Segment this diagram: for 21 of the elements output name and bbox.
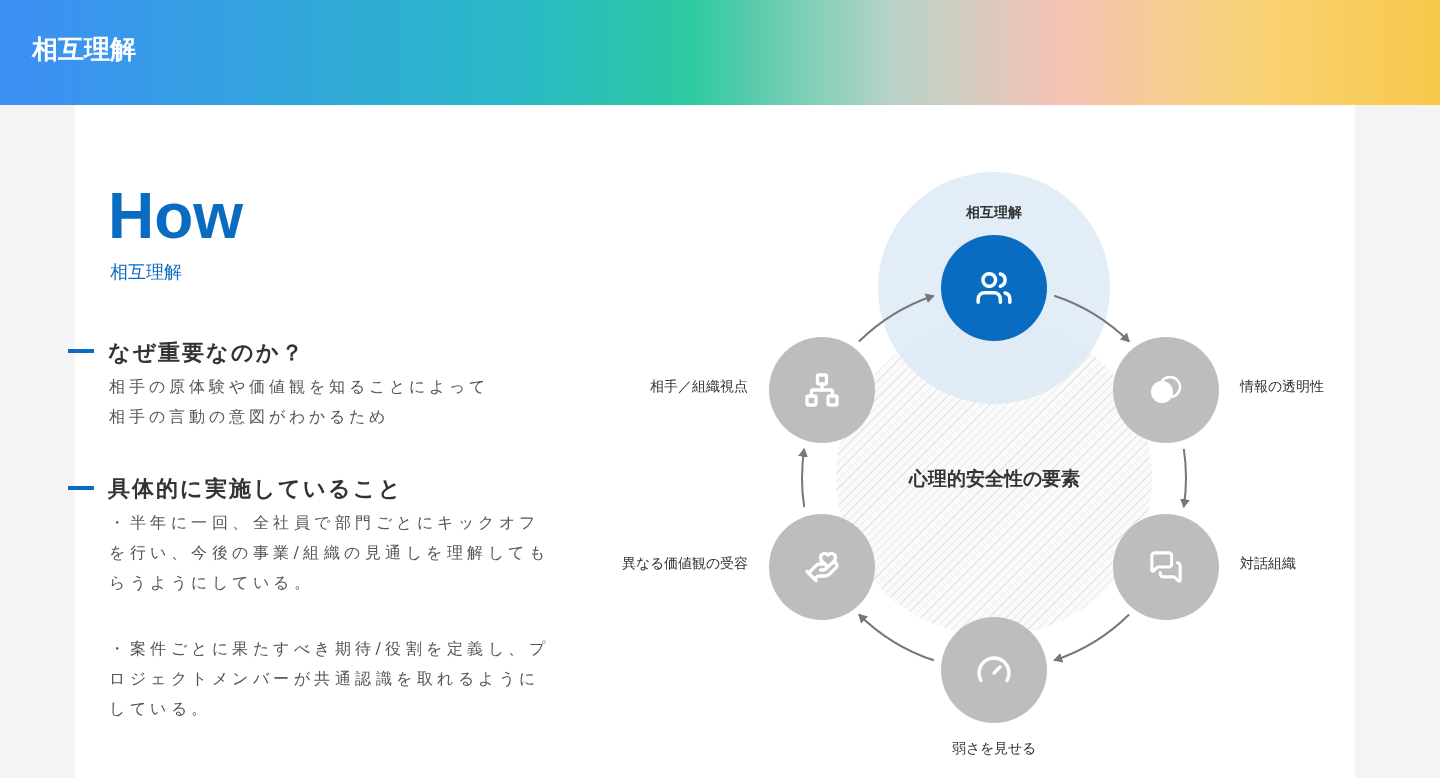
bullet-text: ・案件ごとに果たすべき期待/役割を定義し、プロジェクトメンバーが共通認識を取れるようにしている。 — [109, 638, 551, 720]
question-heading: なぜ重要なのか？ — [108, 339, 305, 367]
section-subtitle: 相互理解 — [110, 260, 182, 284]
bullet-text: ・半年に一回、全社員で部門ごとにキックオフを行い、今後の事業/組織の見通しを理解してもらうようにしている。 — [109, 512, 551, 594]
circle-title: 相互理解 — [965, 203, 1023, 222]
page-title: 相互理解 — [32, 33, 136, 66]
circle-caption: 相手／組織視点 — [650, 377, 748, 396]
arrow — [1179, 447, 1190, 509]
center-title: 心理的安全性の要素 — [908, 465, 1080, 491]
arrow — [1053, 613, 1131, 662]
arrow — [857, 294, 935, 343]
circle-caption: 情報の透明性 — [1240, 377, 1324, 396]
circle-caption: 弱さを見せる — [951, 739, 1037, 758]
practice-heading: 具体的に実施していること — [108, 475, 403, 503]
circle-caption: 異なる価値観の受容 — [622, 554, 748, 573]
arrow — [798, 447, 809, 509]
arrow — [1053, 294, 1131, 343]
circle-caption: 対話組織 — [1240, 554, 1296, 573]
reason-text: 相手の原体験や価値観を知ることによって相手の言動の意図がわかるため — [109, 376, 490, 428]
section-heading: How — [108, 179, 244, 254]
arrow — [857, 613, 935, 662]
